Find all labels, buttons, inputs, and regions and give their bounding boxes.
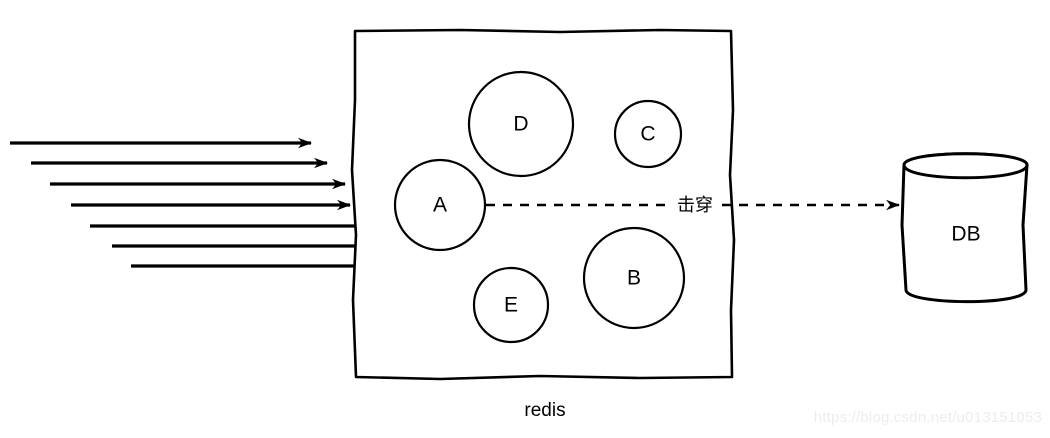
cache-key-A-label: A <box>433 194 447 217</box>
cache-key-E-label: E <box>504 294 518 317</box>
cache-key-A: A <box>393 158 487 252</box>
redis-caption: redis <box>524 400 565 421</box>
cache-key-B-circle <box>582 226 686 330</box>
cache-key-B-label: B <box>627 267 641 290</box>
database-cylinder: DB <box>900 152 1029 304</box>
cache-key-E-circle <box>472 266 550 344</box>
database-label: DB <box>951 223 980 246</box>
cache-key-D: D <box>467 70 575 178</box>
cache-key-C-circle <box>613 99 683 169</box>
cache-key-E: E <box>472 266 550 344</box>
request-arrow-group <box>10 137 425 272</box>
cache-keys-group: D C B E A <box>393 70 686 344</box>
pierce-label: 击穿 <box>677 195 713 216</box>
cache-key-A-circle <box>393 158 487 252</box>
cache-key-B: B <box>582 226 686 330</box>
watermark-url: https://blog.csdn.net/u013151053 <box>814 409 1042 426</box>
cache-key-C: C <box>613 99 683 169</box>
pierce-path-group: 击穿 <box>486 195 900 216</box>
database-cylinder-top-ellipse <box>902 152 1029 180</box>
cache-key-D-circle <box>467 70 575 178</box>
cache-key-D-label: D <box>513 113 528 136</box>
cache-key-C-label: C <box>640 123 655 146</box>
